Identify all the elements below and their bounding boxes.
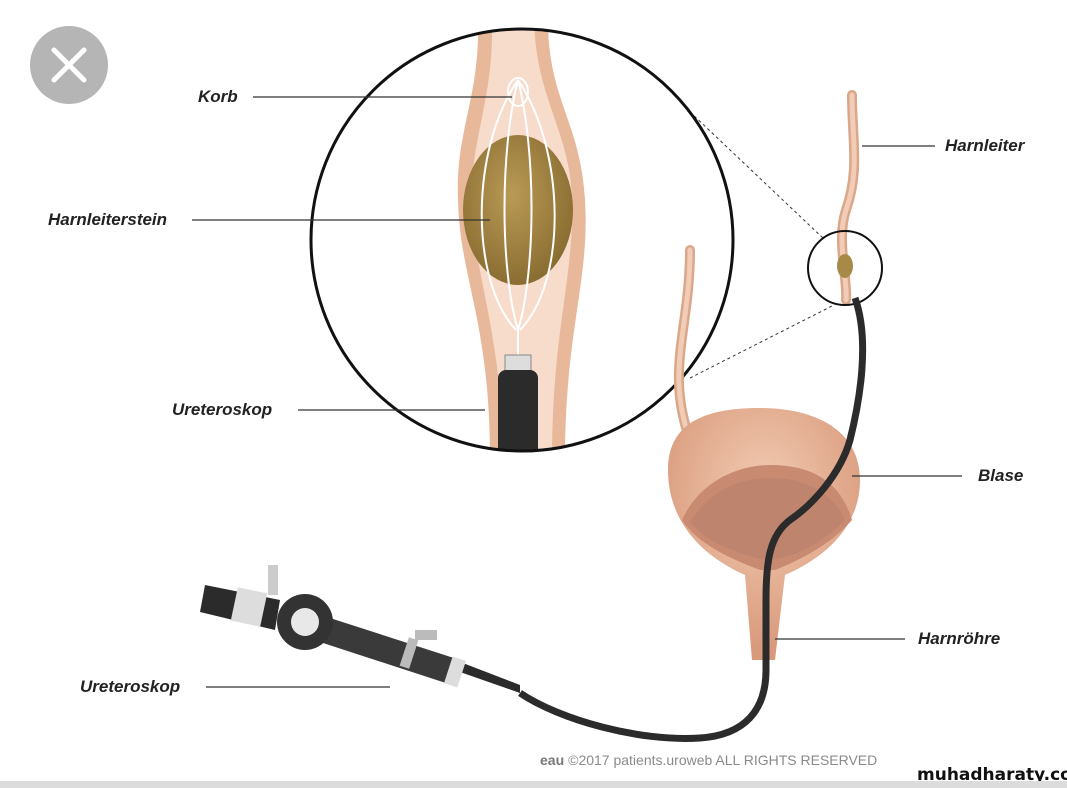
close-icon (51, 47, 87, 83)
label-korb: Korb (198, 87, 238, 106)
label-harnleiter: Harnleiter (945, 136, 1025, 155)
bottom-divider (0, 781, 1067, 788)
copyright-text: ©2017 patients.uroweb ALL RIGHTS RESERVE… (568, 752, 878, 768)
small-zoom-circle (807, 230, 883, 306)
label-ureteroskop-inset: Ureteroskop (172, 400, 273, 419)
leader-lines (192, 96, 962, 688)
basket (480, 77, 556, 360)
ureteroscope (200, 296, 867, 742)
inset-magnified-view (309, 27, 735, 453)
eau-logo: eau (540, 752, 565, 768)
copyright-credit: eau©2017 patients.uroweb ALL RIGHTS RESE… (540, 752, 877, 768)
bladder (668, 408, 860, 660)
close-button[interactable] (30, 26, 108, 104)
ureteroscope-tip (498, 370, 538, 450)
zoom-lines (689, 111, 833, 379)
label-blase: Blase (978, 466, 1024, 485)
label-harnleiterstein: Harnleiterstein (48, 210, 168, 229)
small-stone (837, 254, 853, 278)
label-ureteroskop-main: Ureteroskop (80, 677, 181, 696)
watermark: muhadharaty.com (917, 765, 1067, 785)
ureter-stone (463, 135, 573, 285)
label-harnroehre: Harnröhre (918, 629, 1001, 648)
